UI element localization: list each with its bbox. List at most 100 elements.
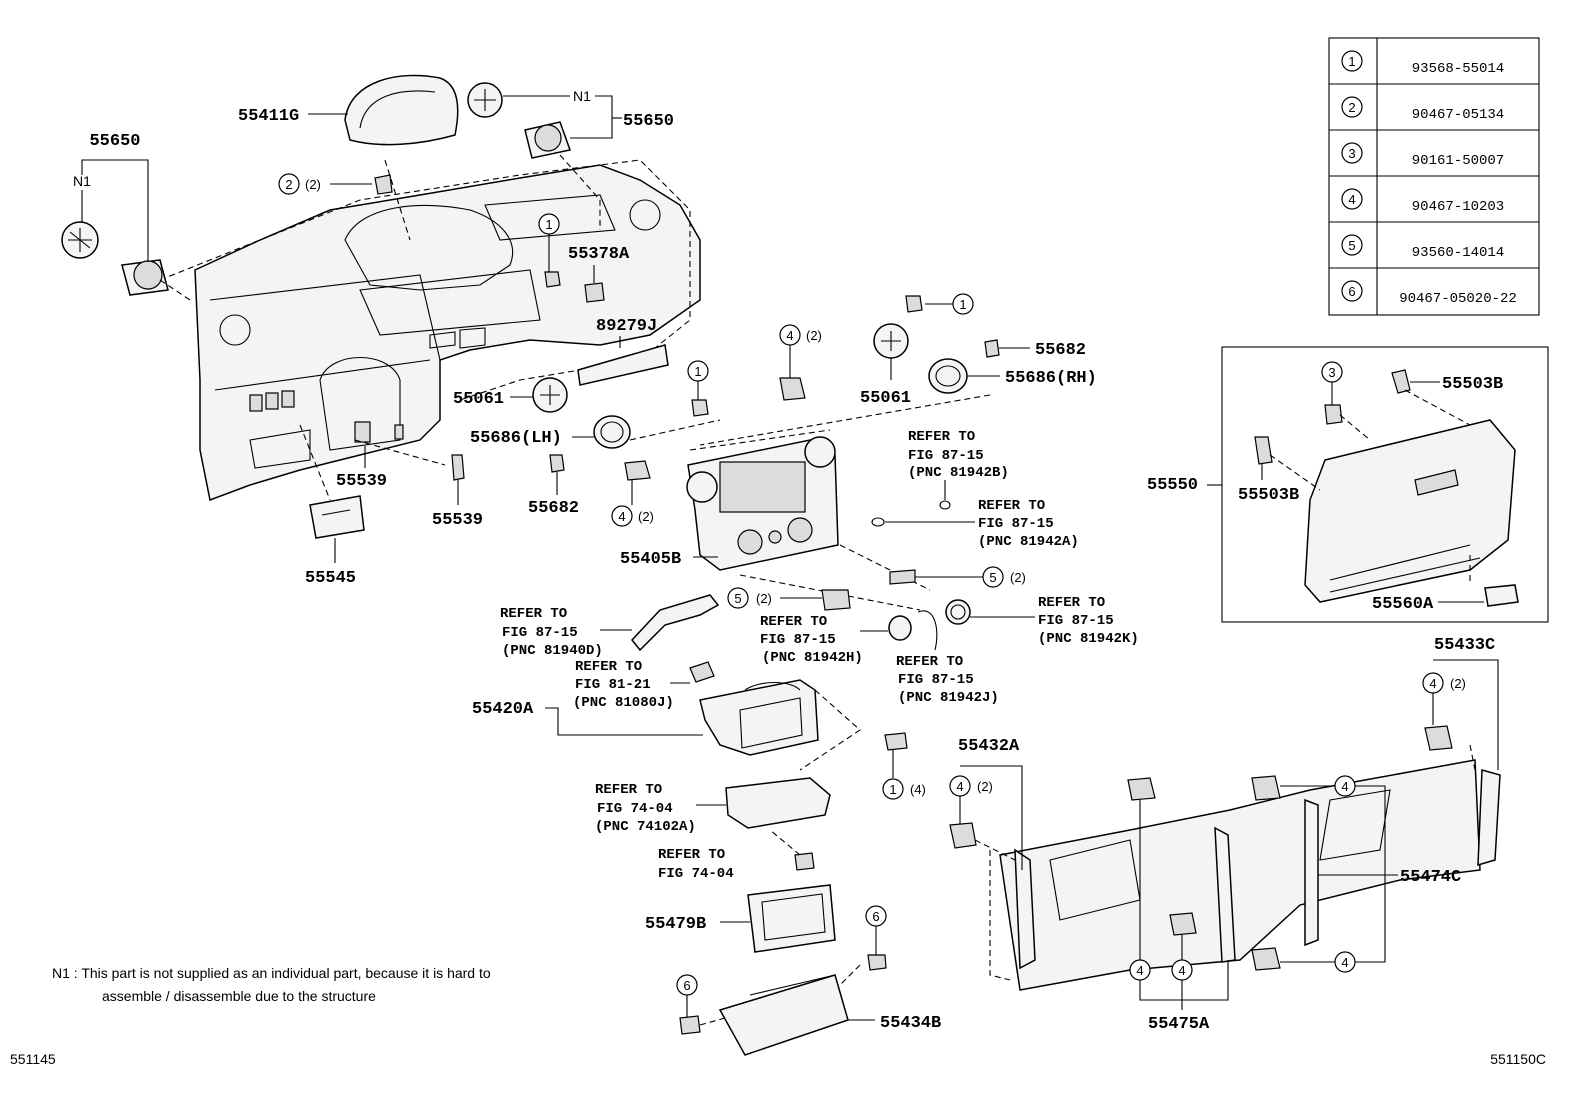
label-55650-left: 55650 xyxy=(89,132,140,151)
footer-right-code: 551150C xyxy=(1490,1051,1546,1067)
ref-74-04-l2: FIG 74-04 xyxy=(658,866,734,882)
label-55420A: 55420A xyxy=(472,700,534,719)
callout-3-num: 3 xyxy=(1328,365,1335,380)
callout-5-a-num: 5 xyxy=(989,570,996,585)
callout-4-e-num: 4 xyxy=(1341,779,1348,794)
label-55503B-b: 55503B xyxy=(1238,486,1299,505)
callout-4-g-num: 4 xyxy=(1136,963,1143,978)
part-55686-lh xyxy=(593,415,631,449)
label-55550: 55550 xyxy=(1147,476,1198,495)
table-row: 1 93568-55014 xyxy=(1341,50,1504,77)
ref-81942B-l1: REFER TO xyxy=(908,429,975,445)
callout-4-c-qty: (2) xyxy=(977,779,993,794)
callout-4-a-qty: (2) xyxy=(806,328,822,343)
callout-1-d-qty: (4) xyxy=(910,782,926,797)
table-ref-6: 6 xyxy=(1348,284,1355,299)
callout-4-b-qty: (2) xyxy=(638,509,654,524)
part-55061-right xyxy=(873,323,909,359)
callout-1-c-num: 1 xyxy=(959,297,966,312)
callout-5-b-qty: (2) xyxy=(756,591,772,606)
table-part-1: 93568-55014 xyxy=(1412,61,1504,77)
part-55686-rh xyxy=(928,358,968,394)
ref-81942J-l2: FIG 87-15 xyxy=(898,672,974,688)
callout-1-c: 1 xyxy=(905,293,974,315)
note-line-1: N1 : This part is not supplied as an ind… xyxy=(52,965,491,981)
refer-81080J: REFER TO FIG 81-21 (PNC 81080J) xyxy=(573,659,715,711)
label-55503B-a: 55503B xyxy=(1442,375,1503,394)
callout-6-a: 6 xyxy=(865,905,887,971)
callout-1-a-num: 1 xyxy=(545,217,552,232)
part-55405B xyxy=(686,436,839,571)
refer-81942A: REFER TO FIG 87-15 (PNC 81942A) xyxy=(871,498,1079,550)
ref-81942J-l1: REFER TO xyxy=(896,654,963,670)
label-55434B: 55434B xyxy=(880,1014,941,1033)
ref-81942A-l1: REFER TO xyxy=(978,498,1045,514)
ref-81080J-l3: (PNC 81080J) xyxy=(573,695,674,711)
ref-81942H-l2: FIG 87-15 xyxy=(760,632,836,648)
label-55479B: 55479B xyxy=(645,915,706,934)
table-row: 4 90467-10203 xyxy=(1341,188,1504,215)
ref-74-04-l1: REFER TO xyxy=(658,847,725,863)
callout-3: 3 xyxy=(1321,361,1343,425)
refer-81942B: REFER TO FIG 87-15 (PNC 81942B) xyxy=(908,429,1009,510)
label-55432A: 55432A xyxy=(958,737,1020,756)
label-55560A: 55560A xyxy=(1372,595,1434,614)
callout-4-f-num: 4 xyxy=(1341,955,1348,970)
table-ref-3: 3 xyxy=(1348,146,1355,161)
label-55539-a: 55539 xyxy=(336,472,387,491)
callout-1-d-num: 1 xyxy=(889,782,896,797)
label-55682-right: 55682 xyxy=(1035,341,1086,360)
lower-panel-assembly xyxy=(999,759,1501,991)
ref-81940D-l3: (PNC 81940D) xyxy=(502,643,603,659)
callout-5-a-qty: (2) xyxy=(1010,570,1026,585)
label-55650-right: 55650 xyxy=(623,112,674,131)
label-89279J: 89279J xyxy=(596,317,657,336)
ref-74102A-l1: REFER TO xyxy=(595,782,662,798)
refer-74102A: REFER TO FIG 74-04 (PNC 74102A) xyxy=(595,777,831,835)
table-part-2: 90467-05134 xyxy=(1412,107,1504,123)
ref-81942A-l3: (PNC 81942A) xyxy=(978,534,1079,550)
callout-4-b-num: 4 xyxy=(618,509,625,524)
label-n1-left: N1 xyxy=(73,173,91,189)
ref-81942B-l2: FIG 87-15 xyxy=(908,448,984,464)
callout-2-num: 2 xyxy=(285,177,292,192)
part-55434B xyxy=(718,974,849,1056)
table-row: 3 90161-50007 xyxy=(1341,142,1504,169)
callout-4-d-qty: (2) xyxy=(1450,676,1466,691)
label-55433C: 55433C xyxy=(1434,636,1495,655)
table-part-6: 90467-05020-22 xyxy=(1399,291,1517,307)
ref-74102A-l3: (PNC 74102A) xyxy=(595,819,696,835)
callout-4-c-num: 4 xyxy=(956,779,963,794)
callout-4-f: 4 xyxy=(1251,947,1356,973)
refer-81942H: REFER TO FIG 87-15 (PNC 81942H) xyxy=(760,614,912,666)
ref-81942K-l2: FIG 87-15 xyxy=(1038,613,1114,629)
callout-2-qty: (2) xyxy=(305,177,321,192)
callout-5-a: 5 (2) xyxy=(889,566,1026,588)
refer-81942K: REFER TO FIG 87-15 (PNC 81942K) xyxy=(945,595,1139,647)
part-55650-left xyxy=(61,221,169,296)
label-55378A: 55378A xyxy=(568,245,630,264)
parts-table: 1 93568-55014 2 90467-05134 3 90161-5000… xyxy=(1328,37,1540,316)
table-part-3: 90161-50007 xyxy=(1412,153,1504,169)
callout-6-a-num: 6 xyxy=(872,909,879,924)
callout-4-h-num: 4 xyxy=(1178,963,1185,978)
callout-5-b: 5 (2) xyxy=(727,587,851,611)
label-55539-b: 55539 xyxy=(432,511,483,530)
callout-5-b-num: 5 xyxy=(734,591,741,606)
label-55061-left: 55061 xyxy=(453,390,504,409)
label-55682-left: 55682 xyxy=(528,499,579,518)
callout-1-b-num: 1 xyxy=(694,364,701,379)
table-part-4: 90467-10203 xyxy=(1412,199,1504,215)
table-row: 6 90467-05020-22 xyxy=(1341,280,1517,307)
callout-6-b-num: 6 xyxy=(683,978,690,993)
ref-74102A-l2: FIG 74-04 xyxy=(597,801,673,817)
label-n1-top: N1 xyxy=(573,88,591,104)
footer-left-code: 551145 xyxy=(10,1051,56,1067)
ref-81942H-l1: REFER TO xyxy=(760,614,827,630)
table-ref-4: 4 xyxy=(1348,192,1355,207)
callout-4-g: 4 xyxy=(1129,959,1151,981)
label-55686-RH: 55686(RH) xyxy=(1005,369,1097,388)
callout-4-a: 4 (2) xyxy=(779,324,822,401)
refer-81940D: REFER TO FIG 87-15 (PNC 81940D) xyxy=(500,594,720,659)
ref-81942H-l3: (PNC 81942H) xyxy=(762,650,863,666)
